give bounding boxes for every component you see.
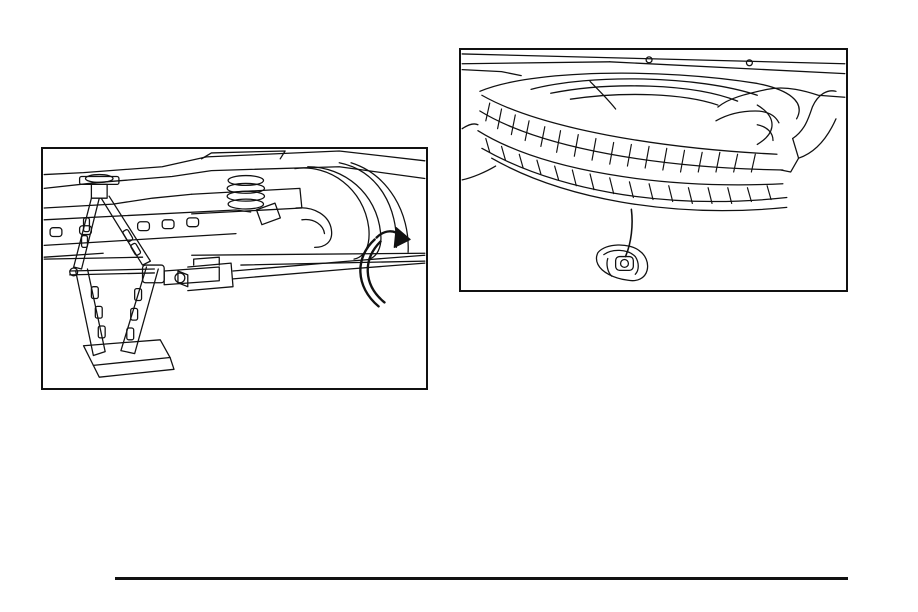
spare-tire	[478, 73, 799, 210]
vehicle-frame	[44, 151, 425, 257]
rotation-arrow-icon	[360, 228, 410, 307]
vehicle-underbody	[462, 54, 845, 76]
suspension-spring	[192, 176, 302, 225]
footer-rule	[115, 577, 848, 580]
jack-illustration	[41, 147, 428, 390]
tire-retainer-icon	[596, 245, 647, 281]
jack-handle	[143, 255, 425, 290]
spare-tire-illustration	[459, 48, 848, 292]
retainer-cable	[590, 81, 632, 256]
scissor-jack	[70, 175, 174, 378]
wheel	[295, 163, 408, 259]
